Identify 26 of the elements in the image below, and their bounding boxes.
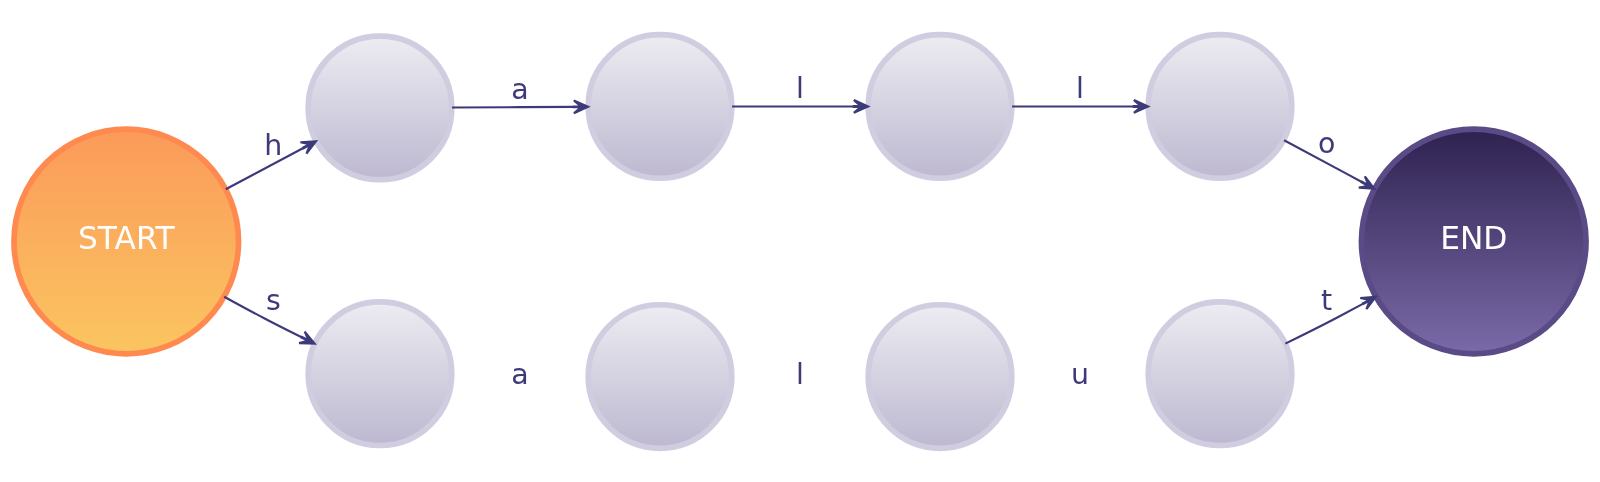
label: a [511, 357, 529, 391]
edge-label: t [1321, 283, 1333, 317]
edge-label: s [265, 283, 281, 317]
arrow [225, 139, 318, 190]
edge-label: a [511, 72, 529, 106]
node-circle: START [11, 125, 242, 357]
label: l [796, 357, 804, 391]
arrow [223, 295, 316, 345]
edge-label: l [796, 71, 804, 105]
node-circle [585, 301, 735, 451]
arrow [452, 98, 590, 114]
edge-label: l [1076, 71, 1084, 105]
node-circle [585, 31, 735, 181]
arrow [732, 98, 870, 114]
node-circle [1145, 298, 1295, 448]
node-circle [865, 31, 1015, 181]
arrow [1012, 98, 1150, 114]
arrow [1283, 138, 1376, 190]
node-circle [1145, 31, 1295, 181]
label: u [1071, 357, 1090, 391]
node-circle [305, 32, 455, 182]
edge-label: h [264, 128, 283, 162]
edge-label: o [1317, 126, 1336, 160]
arrow [1284, 295, 1377, 345]
node-circle [865, 301, 1015, 451]
node-circle [305, 298, 455, 448]
